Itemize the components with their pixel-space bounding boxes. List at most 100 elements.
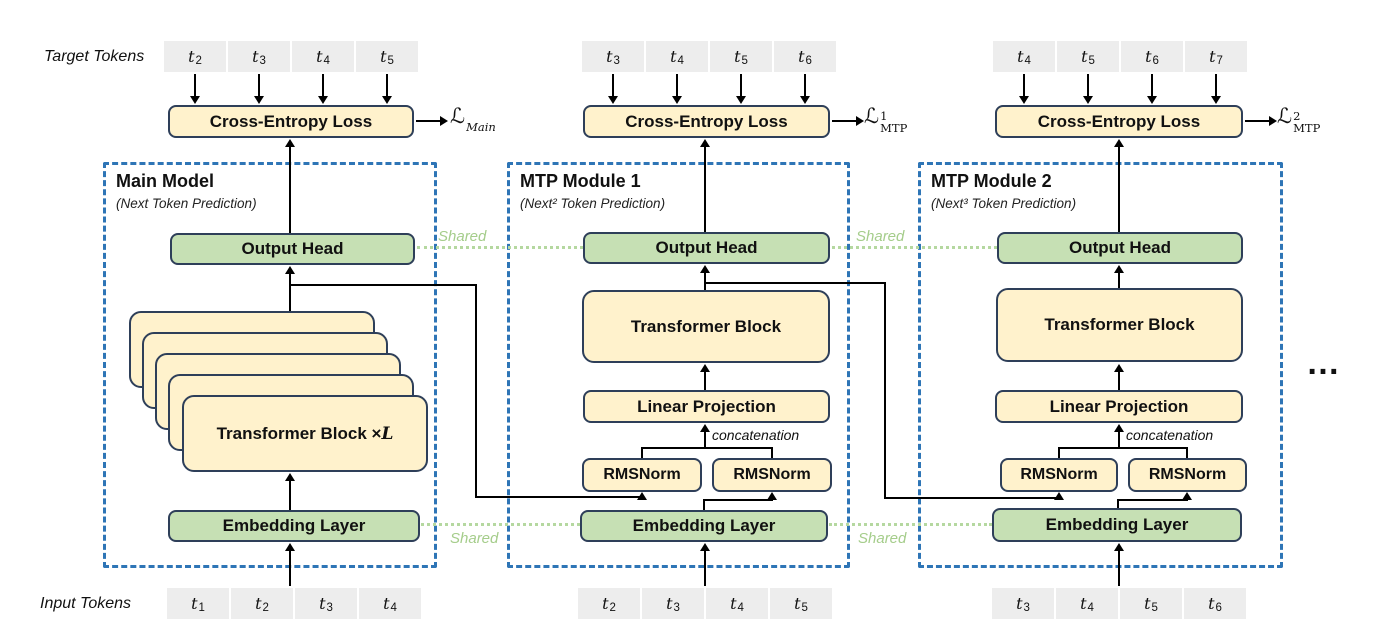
embedding-layer-box: Embedding Layer xyxy=(168,510,420,542)
loss-superscript: 1 xyxy=(880,109,888,123)
arrowhead-up xyxy=(700,139,710,147)
more-modules-ellipsis: … xyxy=(1306,344,1342,382)
embedding-elbow-line xyxy=(703,499,773,501)
embedding-layer-box: Embedding Layer xyxy=(580,510,828,542)
branch-line-to-mtp1 xyxy=(475,284,477,498)
module-subtitle: (Next Token Prediction) xyxy=(116,196,257,211)
arrowhead-down xyxy=(1147,96,1157,104)
loss-superscript: 2 xyxy=(1293,109,1301,123)
arrowhead-up xyxy=(700,543,710,551)
module-subtitle: (Next² Token Prediction) xyxy=(520,196,666,211)
arrowhead-down xyxy=(800,96,810,104)
rmsnorm-right-box: RMSNorm xyxy=(1128,458,1247,492)
arrowhead-up xyxy=(285,543,295,551)
arrowhead-up xyxy=(285,139,295,147)
loss-symbol: ℒ xyxy=(450,104,466,128)
arrowhead-up xyxy=(767,492,777,500)
connector-line xyxy=(1151,74,1153,96)
module-title: MTP Module 1 xyxy=(520,171,641,191)
shared-dotted-line-output-heads-2 xyxy=(832,246,997,249)
connector-line xyxy=(258,74,260,96)
arrowhead-up xyxy=(1114,364,1124,372)
connector-line xyxy=(740,74,742,96)
arrowhead-down xyxy=(1211,96,1221,104)
concat-fork-line xyxy=(641,447,643,458)
connector-line xyxy=(704,147,706,232)
loss-subscript: Main xyxy=(466,120,496,134)
connector-line xyxy=(804,74,806,96)
mtp-module-1-boundary xyxy=(507,162,850,568)
linear-projection-box: Linear Projection xyxy=(995,390,1243,423)
arrowhead-up xyxy=(1114,139,1124,147)
branch-line-to-mtp2 xyxy=(884,497,1059,499)
concatenation-label: concatenation xyxy=(712,427,800,443)
concat-fork-line xyxy=(1186,447,1188,458)
arrowhead-up xyxy=(1114,543,1124,551)
embedding-layer-box: Embedding Layer xyxy=(992,508,1242,542)
connector-line xyxy=(289,551,291,586)
shared-label: Shared xyxy=(858,530,907,547)
arrowhead-up xyxy=(1114,424,1124,432)
arrowhead-up xyxy=(700,265,710,273)
output-head-box: Output Head xyxy=(170,233,415,265)
arrowhead-down xyxy=(1019,96,1029,104)
loss-label-main: ℒ Main xyxy=(450,104,496,134)
main-model-boundary xyxy=(103,162,437,568)
mtp-module-2-boundary xyxy=(918,162,1283,568)
arrowhead-up xyxy=(700,364,710,372)
connector-line xyxy=(1118,273,1120,288)
shared-label: Shared xyxy=(450,530,499,547)
arrowhead-down xyxy=(1083,96,1093,104)
target-tokens-label: Target Tokens xyxy=(44,48,145,65)
connector-line xyxy=(1118,147,1120,232)
arrowhead-right xyxy=(856,116,864,126)
shared-label: Shared xyxy=(438,228,487,245)
shared-dotted-line-output-heads-1 xyxy=(417,246,583,249)
connector-line xyxy=(194,74,196,96)
arrowhead-down xyxy=(190,96,200,104)
concat-fork-line xyxy=(1058,447,1060,458)
embedding-elbow-line xyxy=(1117,499,1188,501)
arrowhead-up xyxy=(700,424,710,432)
arrowhead-right xyxy=(1269,116,1277,126)
connector-line xyxy=(612,74,614,96)
branch-line-to-mtp1 xyxy=(290,284,477,286)
transformer-block-box: Transformer Block xyxy=(996,288,1243,362)
concat-fork-line xyxy=(1058,447,1188,449)
transformer-block-box: Transformer Block xyxy=(582,290,830,363)
cross-entropy-loss-box: Cross-Entropy Loss xyxy=(168,105,414,138)
rmsnorm-left-box: RMSNorm xyxy=(582,458,702,492)
connector-line xyxy=(704,432,706,449)
loss-arrow-line xyxy=(1245,120,1269,122)
output-head-box: Output Head xyxy=(997,232,1243,264)
rmsnorm-left-box: RMSNorm xyxy=(1000,458,1118,492)
arrowhead-right xyxy=(440,116,448,126)
module-title: Main Model xyxy=(116,171,214,191)
connector-line xyxy=(1023,74,1025,96)
arrowhead-up xyxy=(285,266,295,274)
loss-symbol: ℒ xyxy=(864,104,880,128)
loss-arrow-line xyxy=(832,120,856,122)
arrowhead-up xyxy=(1054,492,1064,500)
arrowhead-down xyxy=(672,96,682,104)
arrowhead-down xyxy=(254,96,264,104)
